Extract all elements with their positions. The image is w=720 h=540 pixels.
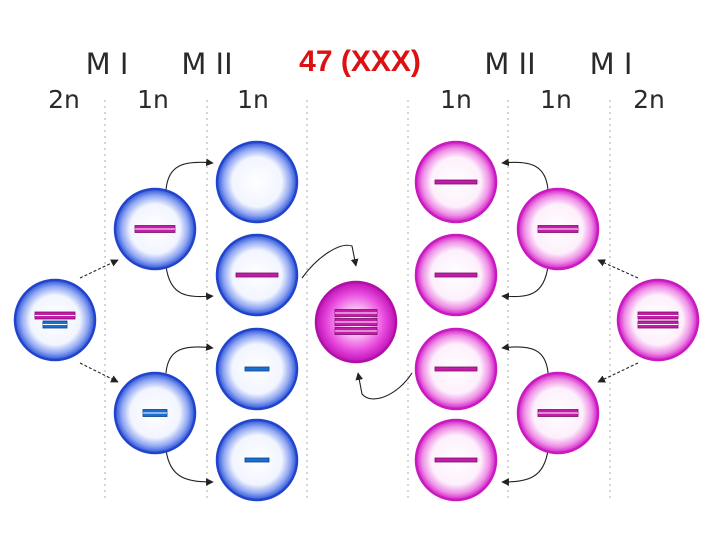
phase-label-left-mii: M II: [181, 47, 232, 81]
arrow-male-top-to-mii-1: [165, 158, 214, 191]
arrow-female-top-to-mii-1: [501, 158, 549, 191]
x-chromosome: [434, 272, 478, 278]
y-chromosome: [244, 457, 270, 463]
phase-label-right-mii: M II: [484, 47, 535, 81]
male-mii-cell: [215, 140, 299, 224]
arrow-female-top-to-mii-2: [501, 265, 549, 301]
arrow-male-bottom-to-mii-4: [165, 449, 214, 486]
ploidy-label-right-2: 1n: [540, 85, 572, 114]
arrow-male-parent-to-bottom: [79, 362, 119, 383]
male-parent-cell: [13, 278, 97, 362]
x-chromosome: [434, 457, 478, 463]
arrow-female-parent-to-top: [597, 259, 639, 279]
arrow-male-bottom-to-mii-3: [165, 343, 214, 374]
arrow-male-top-to-mii-2: [165, 265, 214, 301]
arrow-female-parent-to-bottom: [597, 362, 639, 383]
ploidy-label-left-2: 1n: [137, 85, 169, 114]
ploidy-label-left-3: 1n: [237, 85, 269, 114]
female-parent-cell: [616, 278, 700, 362]
cells: [13, 140, 700, 502]
phase-label-right-mi: M I: [590, 47, 633, 81]
y-chromosome: [244, 366, 270, 372]
ploidy-label-right-1: 1n: [440, 85, 472, 114]
arrow-female-bottom-to-mii-4: [501, 449, 549, 486]
ploidy-label-left-1: 2n: [48, 85, 80, 114]
x-chromosome: [235, 272, 279, 278]
phase-label-left-mi: M I: [86, 47, 129, 81]
x-chromosome: [434, 366, 478, 372]
arrow-male-parent-to-top: [79, 259, 119, 279]
diagram-title: 47 (XXX): [299, 45, 421, 78]
arrow-egg-to-zygote: [355, 372, 413, 400]
ploidy-label-right-3: 2n: [633, 85, 665, 114]
arrow-female-bottom-to-mii-3: [501, 343, 549, 374]
arrow-sperm-to-zygote: [301, 244, 359, 279]
x-chromosome: [434, 179, 478, 185]
arrows: [79, 158, 639, 486]
